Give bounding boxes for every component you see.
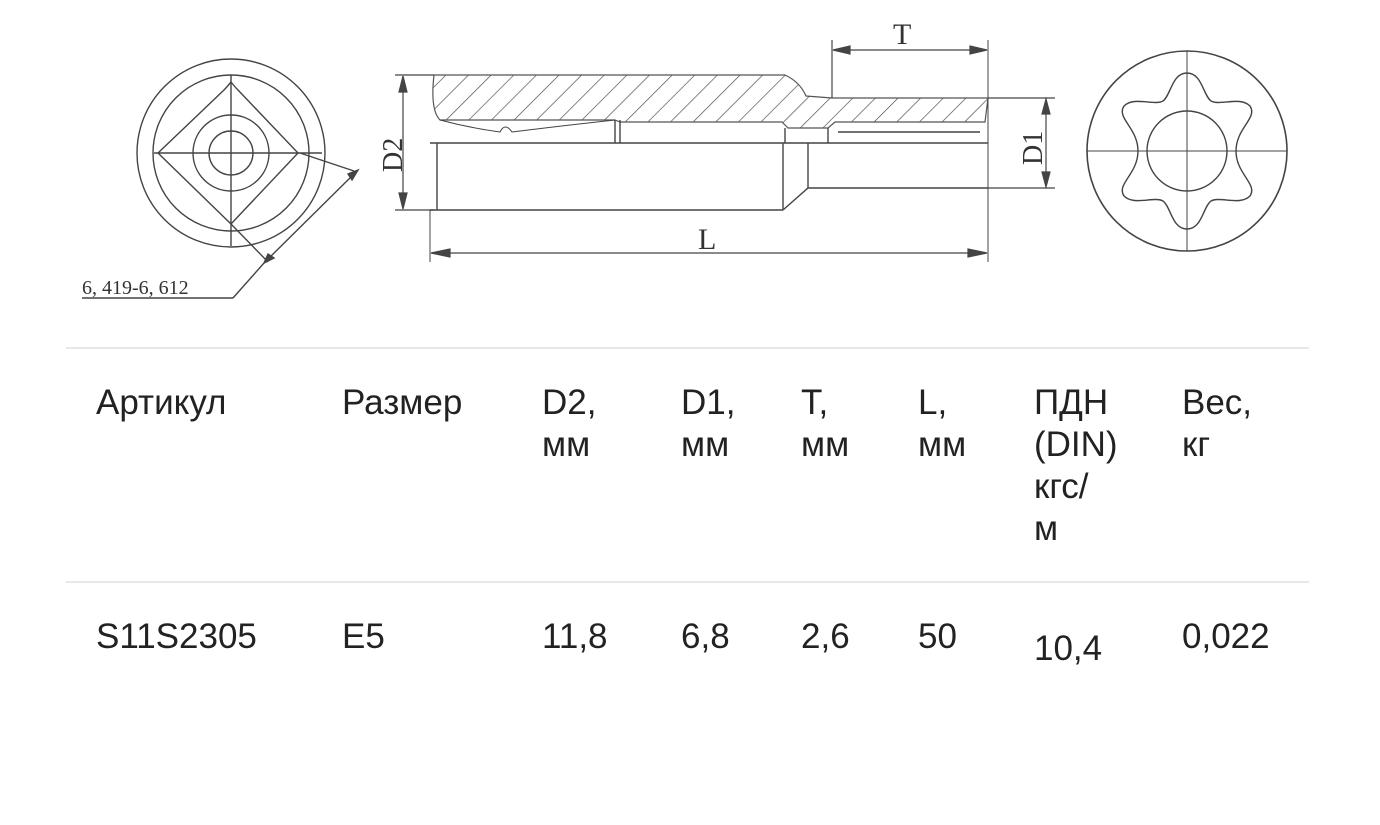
column-header-weight: Вес, кг: [1182, 348, 1309, 582]
spec-table: Артикул Размер D2, мм D1, мм T, мм: [66, 347, 1309, 670]
header-text: Вес,: [1182, 383, 1253, 422]
header-text: Размер: [342, 383, 463, 422]
column-header-torque: ПДН (DIN) кгс/ м: [1034, 348, 1182, 582]
cell-torque: 10,4: [1034, 629, 1103, 668]
header-text: ПДН: [1034, 383, 1109, 422]
cell-weight: 0,022: [1182, 617, 1270, 656]
torx-end-view: [1086, 50, 1288, 252]
header-unit: м: [1034, 509, 1059, 548]
cell-t: 2,6: [801, 617, 850, 656]
header-text: D1,: [681, 383, 736, 422]
header-text: (DIN): [1034, 425, 1118, 464]
socket-section-view: D2 D1 T: [378, 18, 1055, 262]
cell-l: 50: [918, 617, 957, 656]
header-text: Артикул: [96, 383, 227, 422]
header-unit: мм: [918, 425, 967, 464]
table-header-row: Артикул Размер D2, мм D1, мм T, мм: [66, 348, 1309, 582]
column-header-t: T, мм: [801, 348, 918, 582]
t-label: T: [893, 18, 911, 51]
header-text: D2,: [542, 383, 597, 422]
cell-size: E5: [342, 617, 385, 656]
column-header-l: L, мм: [918, 348, 1034, 582]
d2-label: D2: [378, 138, 409, 172]
square-drive-end-view: [82, 58, 360, 299]
header-unit: кгс/: [1034, 467, 1089, 506]
header-unit: мм: [542, 425, 591, 464]
header-unit: мм: [801, 425, 850, 464]
d1-label: D1: [1018, 131, 1049, 165]
square-dimension-label: 6, 419-6, 612: [82, 277, 189, 299]
cell-d1: 6,8: [681, 617, 730, 656]
cell-d2: 11,8: [542, 617, 608, 656]
cell-article: S11S2305: [96, 617, 257, 656]
technical-drawing: 6, 419-6, 612: [0, 0, 1380, 320]
column-header-d1: D1, мм: [681, 348, 801, 582]
table-row: S11S2305 E5 11,8 6,8 2,6 50 10,4 0,022: [66, 582, 1309, 670]
column-header-d2: D2, мм: [542, 348, 681, 582]
header-unit: мм: [681, 425, 730, 464]
header-text: L,: [918, 383, 948, 422]
header-unit: кг: [1182, 425, 1211, 464]
column-header-article: Артикул: [66, 348, 342, 582]
header-text: T,: [801, 383, 829, 422]
l-label: L: [698, 223, 716, 256]
column-header-size: Размер: [342, 348, 542, 582]
